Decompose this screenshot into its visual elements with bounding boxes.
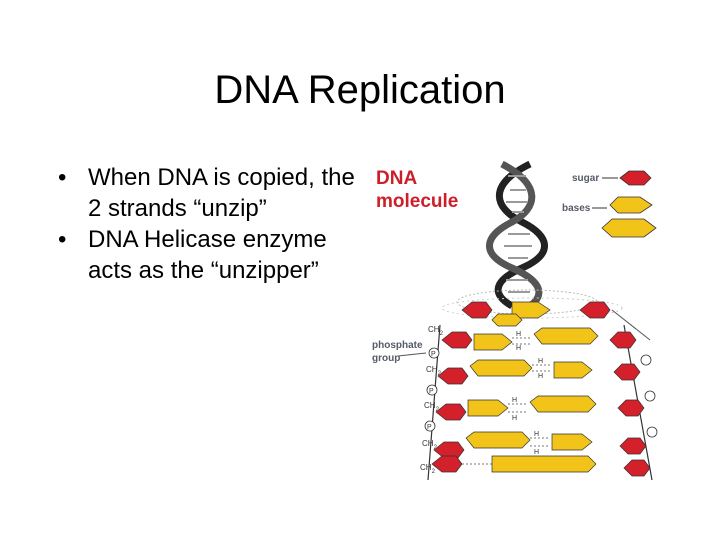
base-shape bbox=[529, 395, 597, 413]
base-pair-rung: P CH2 H H bbox=[426, 347, 652, 385]
phosphate-circle bbox=[646, 426, 658, 438]
bullet-dot-icon: • bbox=[58, 164, 67, 191]
slide-title: DNA Replication bbox=[214, 68, 506, 112]
hydrogen-label: H bbox=[534, 449, 539, 456]
bullet-list: • When DNA is copied, the 2 strands “unzi… bbox=[58, 162, 358, 286]
hydrogen-label: H bbox=[516, 331, 521, 338]
sugar-shape bbox=[433, 441, 465, 459]
legend-base-icon-2 bbox=[601, 218, 657, 238]
ch2-label: CH2 bbox=[422, 439, 438, 451]
base-shape bbox=[533, 327, 599, 345]
backbone-connector bbox=[611, 309, 651, 341]
hydrogen-label: H bbox=[512, 415, 517, 422]
legend-base-icon-1 bbox=[609, 196, 653, 214]
bullet-dot-icon: • bbox=[58, 226, 67, 253]
sugar-shape bbox=[609, 331, 637, 349]
hydrogen-label: H bbox=[538, 358, 543, 365]
base-pair-rung: P CH2 H H bbox=[422, 420, 658, 459]
sugar-shape bbox=[441, 331, 473, 349]
sugar-shape bbox=[617, 399, 645, 417]
phosphate-p-label: P bbox=[429, 388, 434, 395]
base-shape bbox=[469, 359, 533, 377]
base-shape bbox=[551, 433, 593, 451]
hydrogen-label: H bbox=[534, 431, 539, 438]
ch2-label: CH2 bbox=[420, 463, 436, 475]
phosphate-circle bbox=[424, 420, 436, 432]
ch2-label: CH2 bbox=[424, 401, 440, 413]
base-shape bbox=[473, 333, 513, 351]
base-pair-rung: P CH2 H H bbox=[424, 384, 656, 422]
phosphate-label-line1: phosphate bbox=[372, 340, 423, 351]
phosphate-circle bbox=[644, 390, 656, 402]
base-shape bbox=[467, 399, 509, 417]
helix-strand-1 bbox=[494, 160, 548, 310]
phosphate-pointer bbox=[397, 352, 427, 357]
bullet-text: DNA Helicase enzyme acts as the “unzippe… bbox=[88, 226, 327, 284]
base-shape bbox=[491, 455, 597, 473]
legend-bases-label: bases bbox=[562, 203, 591, 214]
base-pair-rung: CH2 H H bbox=[428, 325, 637, 352]
diagram-title-line1: DNA bbox=[376, 168, 417, 189]
bullet-item: • When DNA is copied, the 2 strands “unzi… bbox=[58, 162, 358, 224]
hydrogen-label: H bbox=[538, 373, 543, 380]
dna-molecule-diagram: DNA molecule sugar bases phosphate group… bbox=[362, 150, 692, 490]
sugar-shape bbox=[435, 403, 467, 421]
phosphate-circle bbox=[428, 347, 440, 359]
base-shape bbox=[553, 361, 593, 379]
phosphate-p-label: P bbox=[431, 351, 436, 358]
base-pair-rung: CH2 bbox=[420, 455, 651, 477]
diagram-title-line2: molecule bbox=[376, 191, 458, 212]
hydrogen-label: H bbox=[516, 345, 521, 352]
ch2-label: CH2 bbox=[428, 325, 444, 337]
ch2-label: CH2 bbox=[426, 365, 442, 377]
sugar-shape bbox=[613, 363, 641, 381]
helix-strand-2 bbox=[486, 160, 543, 309]
phosphate-p-label: P bbox=[427, 424, 432, 431]
sugar-shape bbox=[437, 367, 469, 385]
phosphate-circle bbox=[640, 354, 652, 366]
sugar-shape bbox=[461, 301, 493, 319]
legend-sugar-icon bbox=[619, 170, 652, 186]
bullet-text: When DNA is copied, the 2 strands “unzip… bbox=[88, 164, 355, 222]
base-shape bbox=[465, 431, 531, 449]
sugar-shape bbox=[619, 437, 647, 455]
phosphate-label-line2: group bbox=[372, 353, 400, 364]
sugar-shape bbox=[431, 455, 463, 473]
sugar-shape bbox=[623, 459, 651, 477]
phosphate-circle bbox=[426, 384, 438, 396]
double-helix bbox=[441, 160, 623, 319]
base-shape bbox=[491, 313, 523, 327]
dna-diagram-svg: DNA molecule sugar bases phosphate group… bbox=[372, 160, 658, 481]
legend-sugar-label: sugar bbox=[572, 173, 599, 184]
bullet-item: • DNA Helicase enzyme acts as the “unzipp… bbox=[58, 224, 358, 286]
sugar-shape bbox=[579, 301, 611, 319]
hydrogen-label: H bbox=[512, 397, 517, 404]
